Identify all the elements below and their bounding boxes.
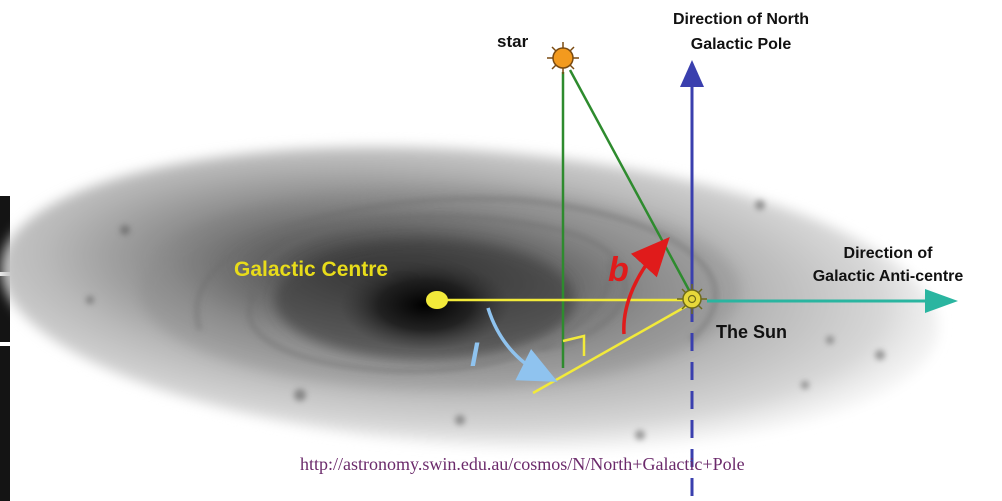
longitude-arc [486, 307, 558, 382]
latitude-arc [622, 237, 670, 335]
left-edge-strip-bottom [0, 346, 10, 501]
galactic-centre-label: Galactic Centre [234, 258, 388, 281]
sun-to-star-line [568, 69, 692, 293]
left-edge-strip-middle [0, 276, 10, 342]
galactic-centre-dot [426, 291, 448, 309]
star-label: star [497, 32, 529, 51]
right-angle-marker [562, 334, 586, 356]
sun-label: The Sun [716, 322, 787, 342]
source-url: http://astronomy.swin.edu.au/cosmos/N/No… [300, 454, 745, 474]
sun-icon [677, 284, 707, 314]
latitude-label: b [608, 251, 629, 289]
anticentre-label-line-1: Direction of [844, 245, 934, 262]
longitude-label: l [470, 337, 480, 373]
north-pole-label-line-2: Galactic Pole [691, 36, 792, 53]
star-icon [547, 42, 579, 74]
north-pole-label-line-1: Direction of North [673, 11, 809, 28]
projection-line [532, 301, 693, 395]
anticentre-label-line-2: Galactic Anti-centre [813, 268, 964, 285]
galaxy-disc [1, 146, 939, 450]
left-edge-strip-top [0, 196, 10, 272]
